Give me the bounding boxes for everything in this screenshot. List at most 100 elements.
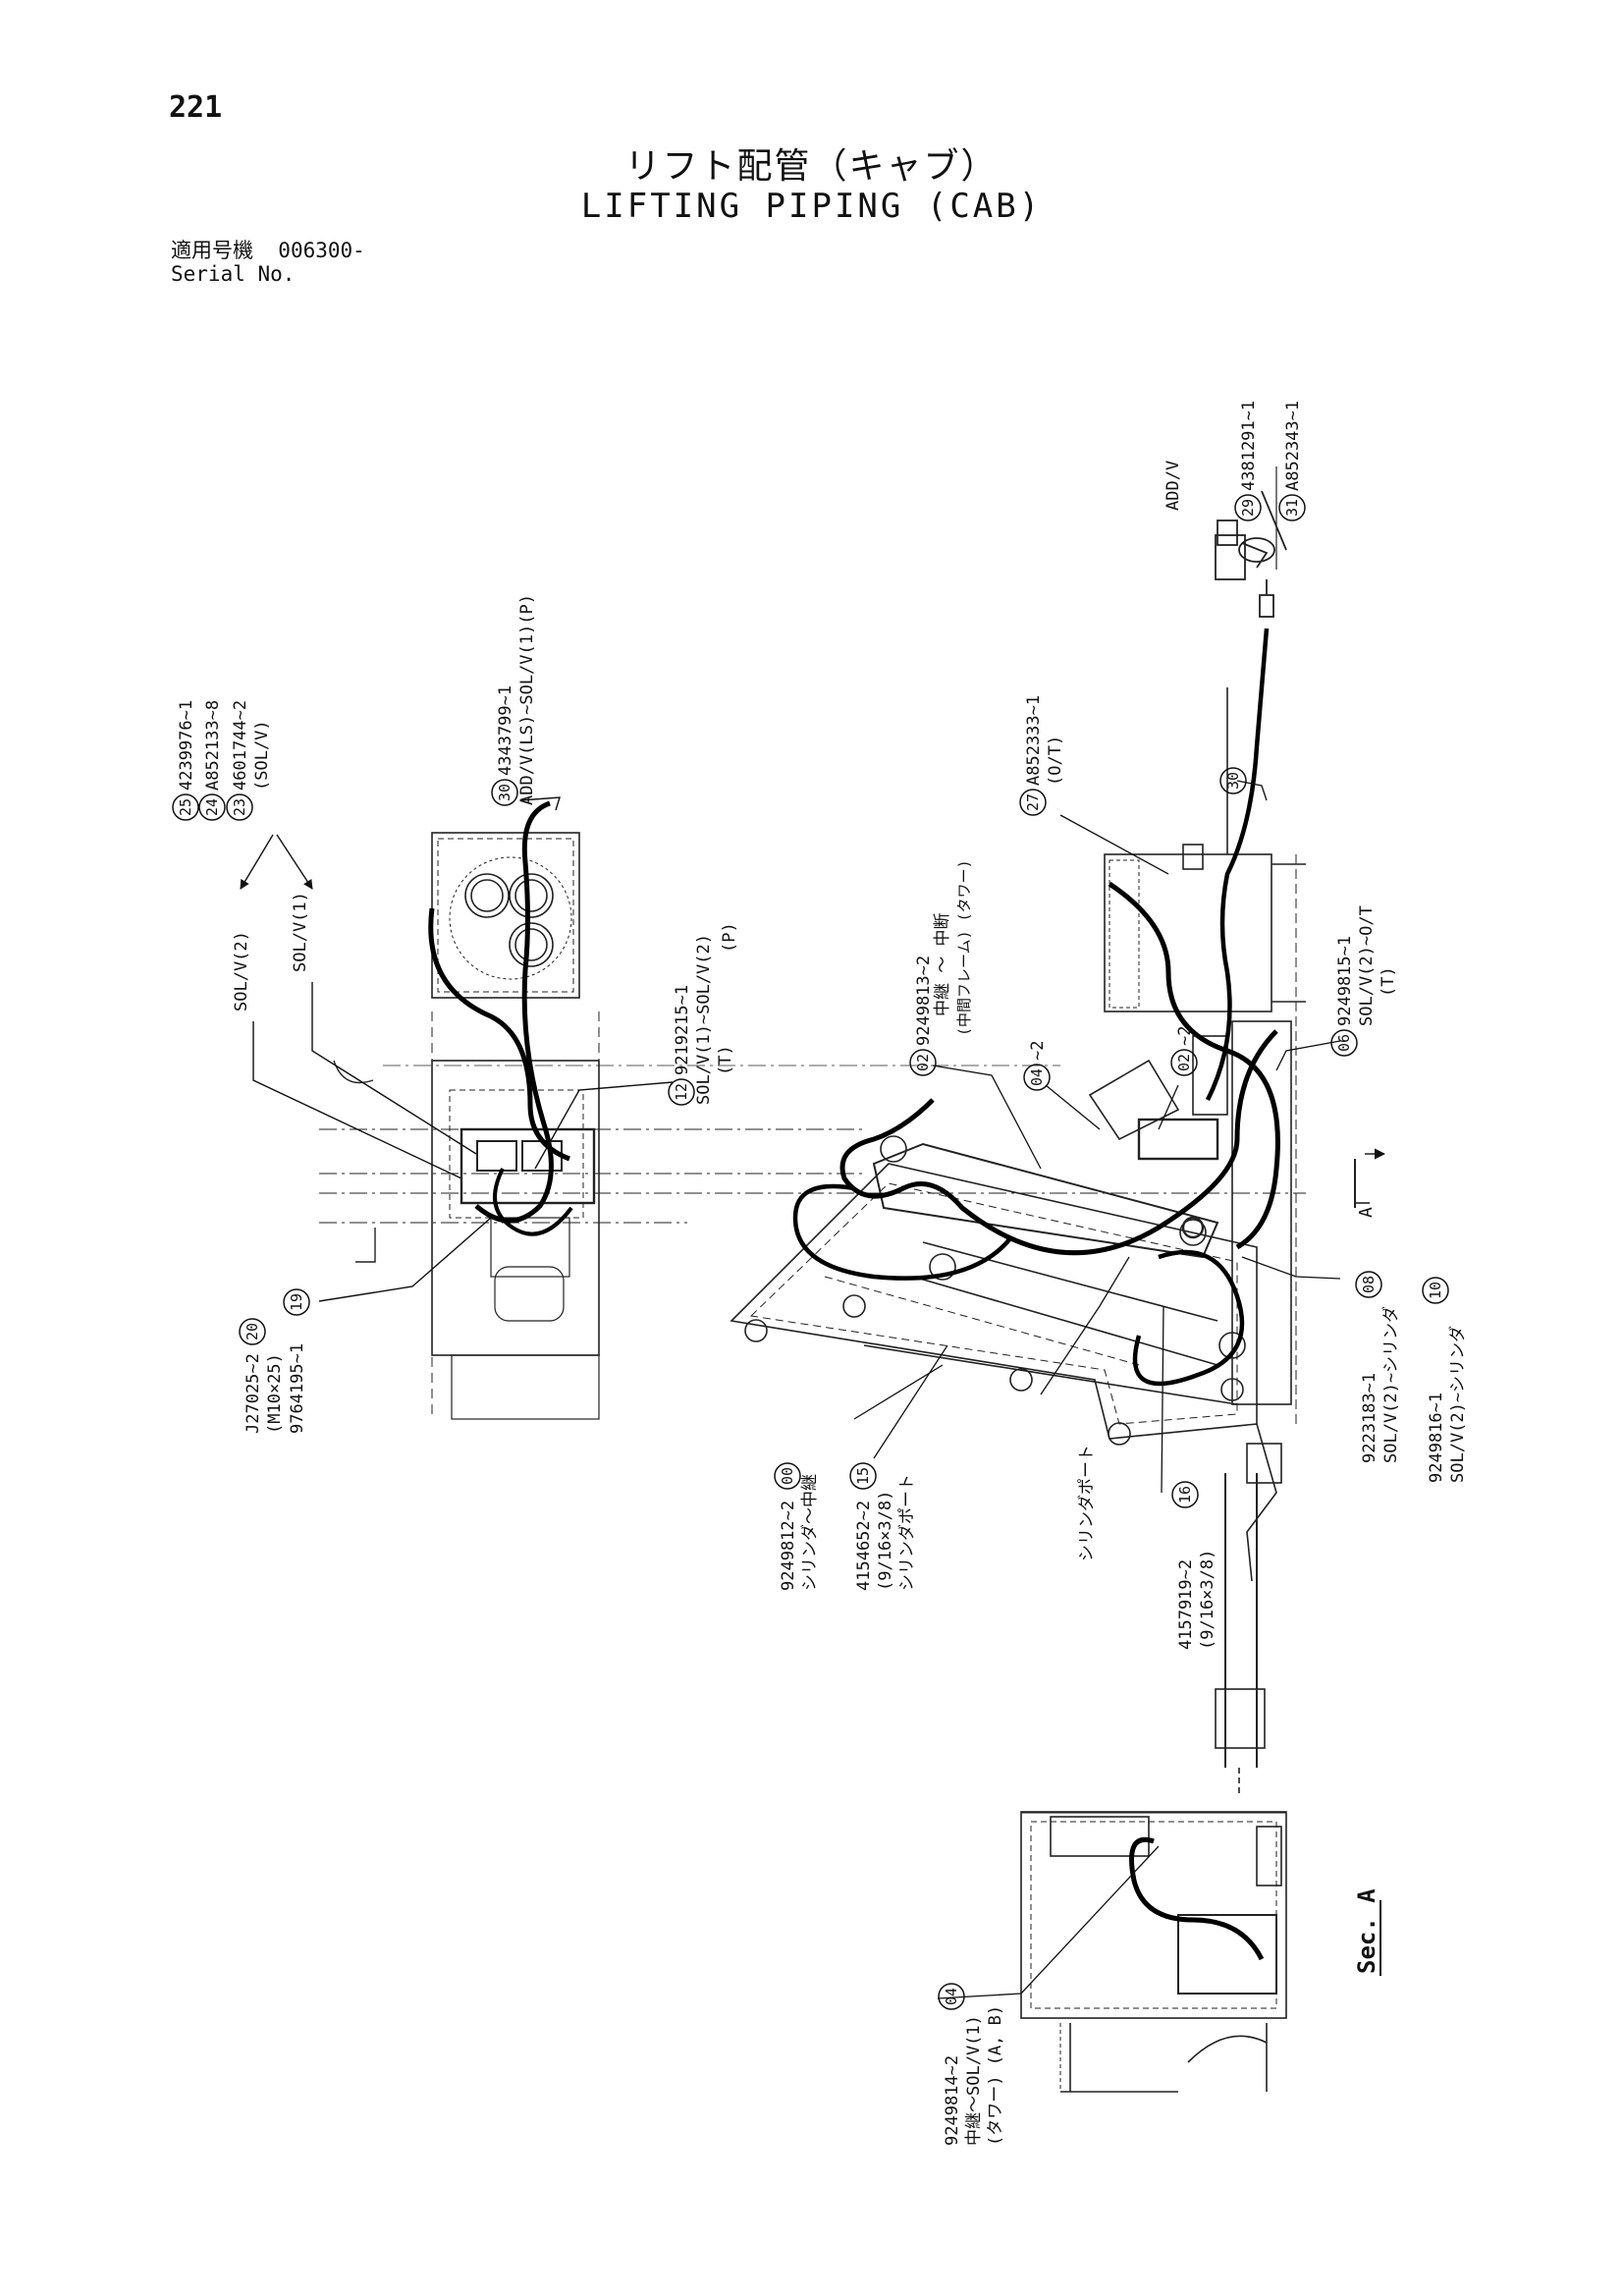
hose-00 — [792, 1183, 1013, 1281]
callout-02b: 02 — [1175, 1054, 1193, 1071]
part-desc-12-t: (T) — [716, 1045, 735, 1075]
callout-30b: 30 — [1224, 772, 1242, 790]
oil-tank — [1104, 853, 1272, 1012]
callout-19: 19 — [288, 1293, 305, 1311]
left-view-solv — [319, 800, 1306, 1420]
center-view-boom — [730, 628, 1386, 1797]
callout-30a: 30 — [496, 784, 514, 801]
addv-valve — [1215, 466, 1287, 618]
callout-24: 24 — [203, 798, 221, 816]
part-desc-00: シリンダ～中継 — [800, 1474, 820, 1591]
port-circle — [509, 873, 554, 918]
part-desc-27: (O/T) — [1046, 736, 1065, 786]
tower — [1231, 1020, 1292, 1405]
pin — [880, 1135, 907, 1163]
hose-08-10 — [1132, 1249, 1245, 1387]
hose-30-right — [1205, 628, 1270, 1102]
part-desc-12: SOL/V(1)~SOL/V(2) — [694, 934, 714, 1105]
serial-value: 006300- — [278, 239, 365, 262]
callout-08: 08 — [1360, 1276, 1378, 1293]
callout-06: 06 — [1335, 1034, 1353, 1052]
part-desc-02a: 中継 ～ 中断 — [933, 913, 952, 1016]
part-code-29: 4381291~1 — [1239, 401, 1259, 491]
callout-12: 12 — [673, 1083, 690, 1101]
hose-12 — [428, 907, 570, 1162]
port-circle — [509, 922, 554, 967]
hose-04-sec-a — [1129, 1837, 1265, 1961]
port-circle — [464, 873, 510, 918]
part-code-31: A852343~1 — [1283, 401, 1303, 491]
solv-frame — [431, 1060, 600, 1356]
title-english: LIFTING PIPING (CAB) — [580, 187, 1043, 226]
part-desc-16-2: シリンダポート — [1077, 1445, 1097, 1561]
label-addv: ADD/V — [1163, 461, 1183, 511]
callout-04b: 04 — [943, 1988, 960, 2005]
part-code-02a: 9249813~2 — [914, 956, 934, 1046]
part-desc-15-2: シリンダポート — [897, 1474, 917, 1591]
part-code-20: J27025~2 — [243, 1353, 263, 1434]
part-code-15: 4154652~2 — [854, 1501, 874, 1591]
part-desc-02a-2: (中間フレーム) (タワー) — [955, 859, 973, 1036]
callout-25: 25 — [177, 798, 194, 816]
serial-block: 適用号機 006300- Serial No. — [171, 239, 365, 286]
part-code-04a: ~2 — [1028, 1041, 1048, 1061]
part-desc-04b-2: (タワー) (A, B) — [986, 2005, 1005, 2146]
hose-30-left — [474, 800, 554, 1224]
serial-label-en: Serial No. — [171, 262, 296, 286]
labels-left: 25 4239976~1 24 A852133~8 23 4601744~2 (… — [172, 594, 739, 1434]
section-a-view — [937, 1811, 1287, 2093]
section-a-label: Sec. A — [1353, 1888, 1380, 1974]
part-code-08: 9223183~1 — [1360, 1373, 1380, 1463]
part-desc-04b: 中継～SOL/V(1) — [964, 2015, 984, 2146]
labels-center: 27 A852333~1 (O/T) 29 4381291~1 31 A8523… — [774, 401, 1468, 2146]
callout-23: 23 — [231, 798, 248, 816]
hose-02 — [839, 1029, 1278, 1256]
part-desc-15: (9/16×3/8) — [876, 1491, 895, 1591]
callout-10: 10 — [1427, 1282, 1444, 1299]
callout-02a: 02 — [914, 1054, 932, 1071]
callout-20: 20 — [243, 1323, 261, 1340]
part-desc-10: SOL/V(2)~シリンダ — [1448, 1326, 1468, 1483]
hose-27 — [1108, 881, 1280, 1250]
part-code-16: 4157919~2 — [1176, 1559, 1196, 1650]
label-solv2: SOL/V(2) — [232, 931, 251, 1011]
part-code-04b: 9249814~2 — [943, 2055, 962, 2146]
part-desc-12-p: (P) — [720, 922, 739, 953]
boom-arm — [872, 1142, 1219, 1259]
part-desc-16: (9/16×3/8) — [1198, 1550, 1217, 1650]
section-arrow-label: A — [1356, 1207, 1377, 1218]
leaders-left — [240, 796, 674, 1302]
part-code-00: 9249812~2 — [779, 1501, 798, 1591]
callout-27: 27 — [1024, 793, 1042, 811]
part-desc-06: SOL/V(2)~O/T — [1357, 905, 1377, 1026]
pin — [842, 1294, 866, 1318]
part-code-06: 9249815~1 — [1335, 936, 1355, 1026]
pin — [1179, 1219, 1207, 1246]
callout-circle — [172, 793, 199, 821]
part-desc-08: SOL/V(2)~シリンダ — [1381, 1306, 1401, 1463]
pin — [1108, 1422, 1131, 1446]
title-japanese: リフト配管（キャブ） — [624, 146, 999, 187]
part-code-12: 9219215~1 — [673, 985, 692, 1075]
part-code-23: 4601744~2 — [231, 700, 250, 791]
part-code-10: 9249816~1 — [1427, 1393, 1446, 1483]
part-code-30a: 4343799~1 — [496, 685, 515, 776]
part-code-19: 9764195~1 — [288, 1343, 307, 1434]
part-desc-20: (M10×25) — [265, 1353, 285, 1434]
boom-frame — [730, 1163, 1258, 1440]
section-a-box — [1020, 1811, 1287, 2019]
part-code-24: A852133~8 — [203, 700, 223, 791]
callout-00: 00 — [779, 1467, 796, 1485]
solv-upper-box — [431, 832, 580, 999]
serial-label-jp: 適用号機 — [171, 239, 253, 262]
callout-29: 29 — [1239, 499, 1257, 517]
part-code-27: A852333~1 — [1024, 695, 1044, 786]
callout-16: 16 — [1176, 1486, 1194, 1503]
solv-block — [460, 1127, 596, 1205]
page-number: 221 — [169, 90, 223, 125]
part-desc-06-t: (T) — [1379, 966, 1398, 997]
callout-31: 31 — [1283, 499, 1301, 517]
callout-15: 15 — [854, 1467, 872, 1485]
part-code-25: 4239976~1 — [177, 700, 196, 791]
